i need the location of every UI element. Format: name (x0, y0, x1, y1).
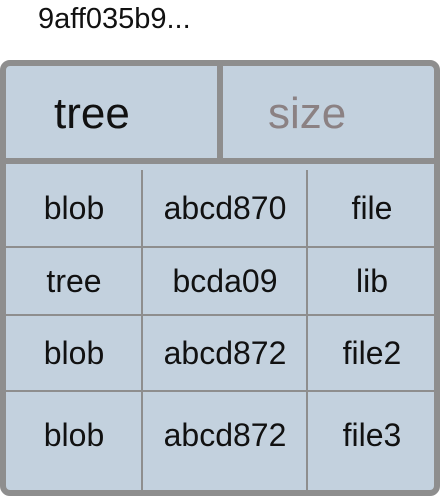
tree-header: tree size (6, 66, 434, 164)
entry-name: file2 (342, 334, 402, 371)
object-id-label: 9aff035b9... (38, 3, 191, 35)
object-size-label: size (268, 89, 347, 138)
entry-hash: abcd870 (163, 189, 287, 226)
header-divider (217, 66, 223, 164)
entry-hash: abcd872 (163, 416, 287, 453)
entry-name: file3 (342, 416, 402, 453)
entry-type: blob (43, 416, 105, 453)
entry-type: blob (43, 189, 105, 226)
table-row: blob abcd872 file3 (6, 390, 434, 478)
table-row: tree bcda09 lib (6, 246, 434, 314)
entry-hash: abcd872 (163, 334, 287, 371)
entry-hash: bcda09 (172, 262, 278, 299)
tree-entries-table: blob abcd870 file tree bcda09 lib blob a… (6, 170, 434, 490)
table-row: blob abcd872 file2 (6, 314, 434, 390)
entry-type: blob (43, 334, 105, 371)
table-row: blob abcd870 file (6, 170, 434, 246)
entry-name: lib (355, 262, 388, 299)
entry-type: tree (46, 262, 102, 299)
tree-object-box: tree size blob abcd870 file tree bcda09 … (0, 60, 440, 496)
entry-name: file (351, 189, 393, 226)
object-type-label: tree (54, 89, 130, 138)
column-divider (306, 170, 308, 490)
column-divider (141, 170, 143, 490)
